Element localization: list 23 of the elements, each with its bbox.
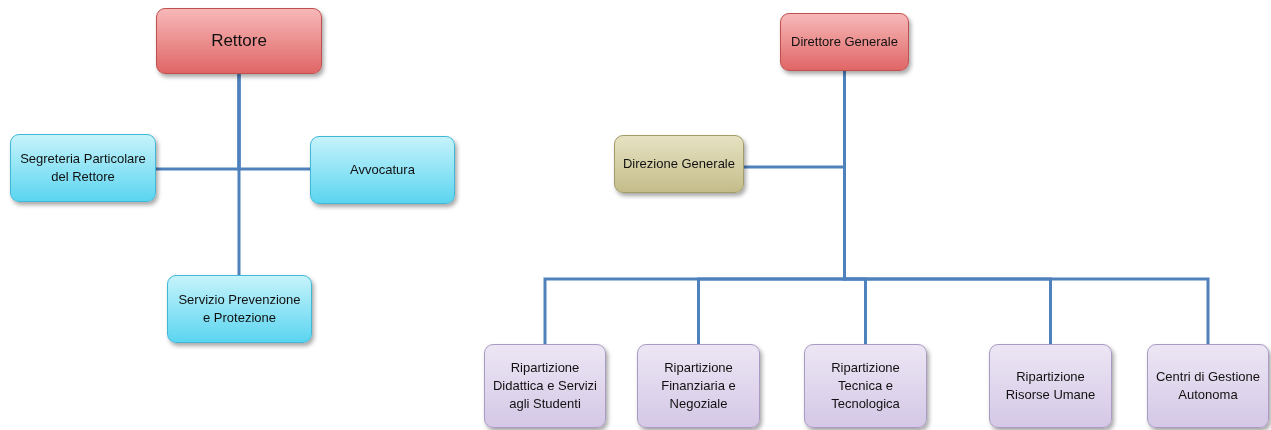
org-label: Ripartizione Finanziaria e Negoziale <box>660 359 737 413</box>
org-box <box>1147 344 1269 428</box>
connector-line <box>237 74 241 275</box>
org-label: Ripartizione Didattica e Servizi agli Studenti <box>491 359 598 413</box>
org-label: Ripartizione Tecnica e Tecnologica <box>830 359 901 413</box>
org-box <box>167 275 312 343</box>
org-label: Centri di Gestione Autonoma <box>1154 368 1262 404</box>
org-label: Servizio Prevenzione e Protezione <box>177 291 302 327</box>
org-box <box>484 344 606 428</box>
org-label: Ripartizione Risorse Umane <box>1004 368 1097 404</box>
org-label: Rettore <box>211 32 267 50</box>
org-label: Direzione Generale <box>623 155 735 173</box>
org-box <box>637 344 760 428</box>
org-box <box>780 13 909 71</box>
org-box <box>804 344 927 428</box>
org-box <box>614 135 744 193</box>
org-label: Avvocatura <box>350 161 415 179</box>
org-box <box>156 8 322 74</box>
org-label: Direttore Generale <box>791 33 898 51</box>
org-box <box>310 136 455 204</box>
org-label: Segreteria Particolare del Rettore <box>19 150 147 186</box>
org-box <box>10 134 156 202</box>
org-box <box>989 344 1112 428</box>
